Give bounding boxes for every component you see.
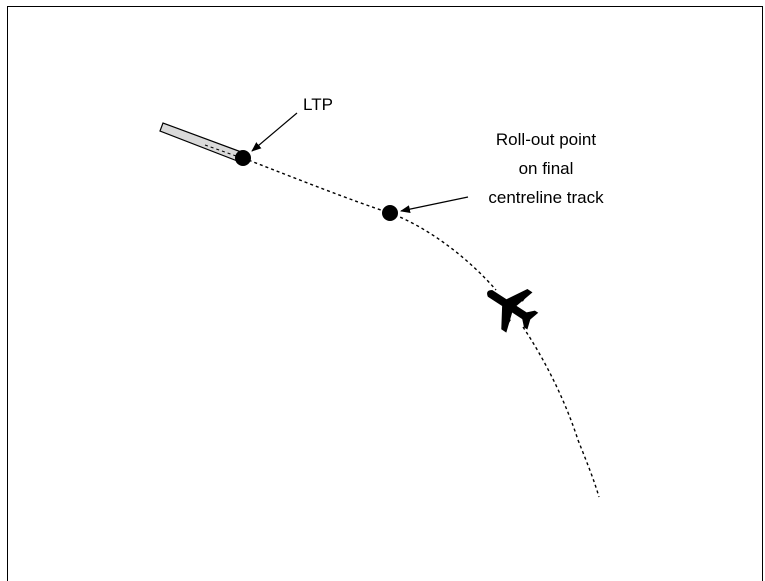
- rollout-point: [382, 205, 398, 221]
- rollout-arrow: [400, 196, 469, 214]
- rollout-label-line2: on final: [519, 159, 574, 178]
- approach-track: [242, 157, 497, 291]
- ltp-arrow: [251, 112, 298, 152]
- rollout-label-line1: Roll-out point: [496, 130, 596, 149]
- airplane-icon: [487, 289, 539, 333]
- diagram-frame: [7, 6, 763, 581]
- approach-track-lower: [522, 326, 600, 498]
- ltp-label: LTP: [303, 95, 333, 114]
- ltp-point: [235, 150, 251, 166]
- runway-strip: [159, 122, 245, 163]
- rollout-label-line3: centreline track: [488, 188, 604, 207]
